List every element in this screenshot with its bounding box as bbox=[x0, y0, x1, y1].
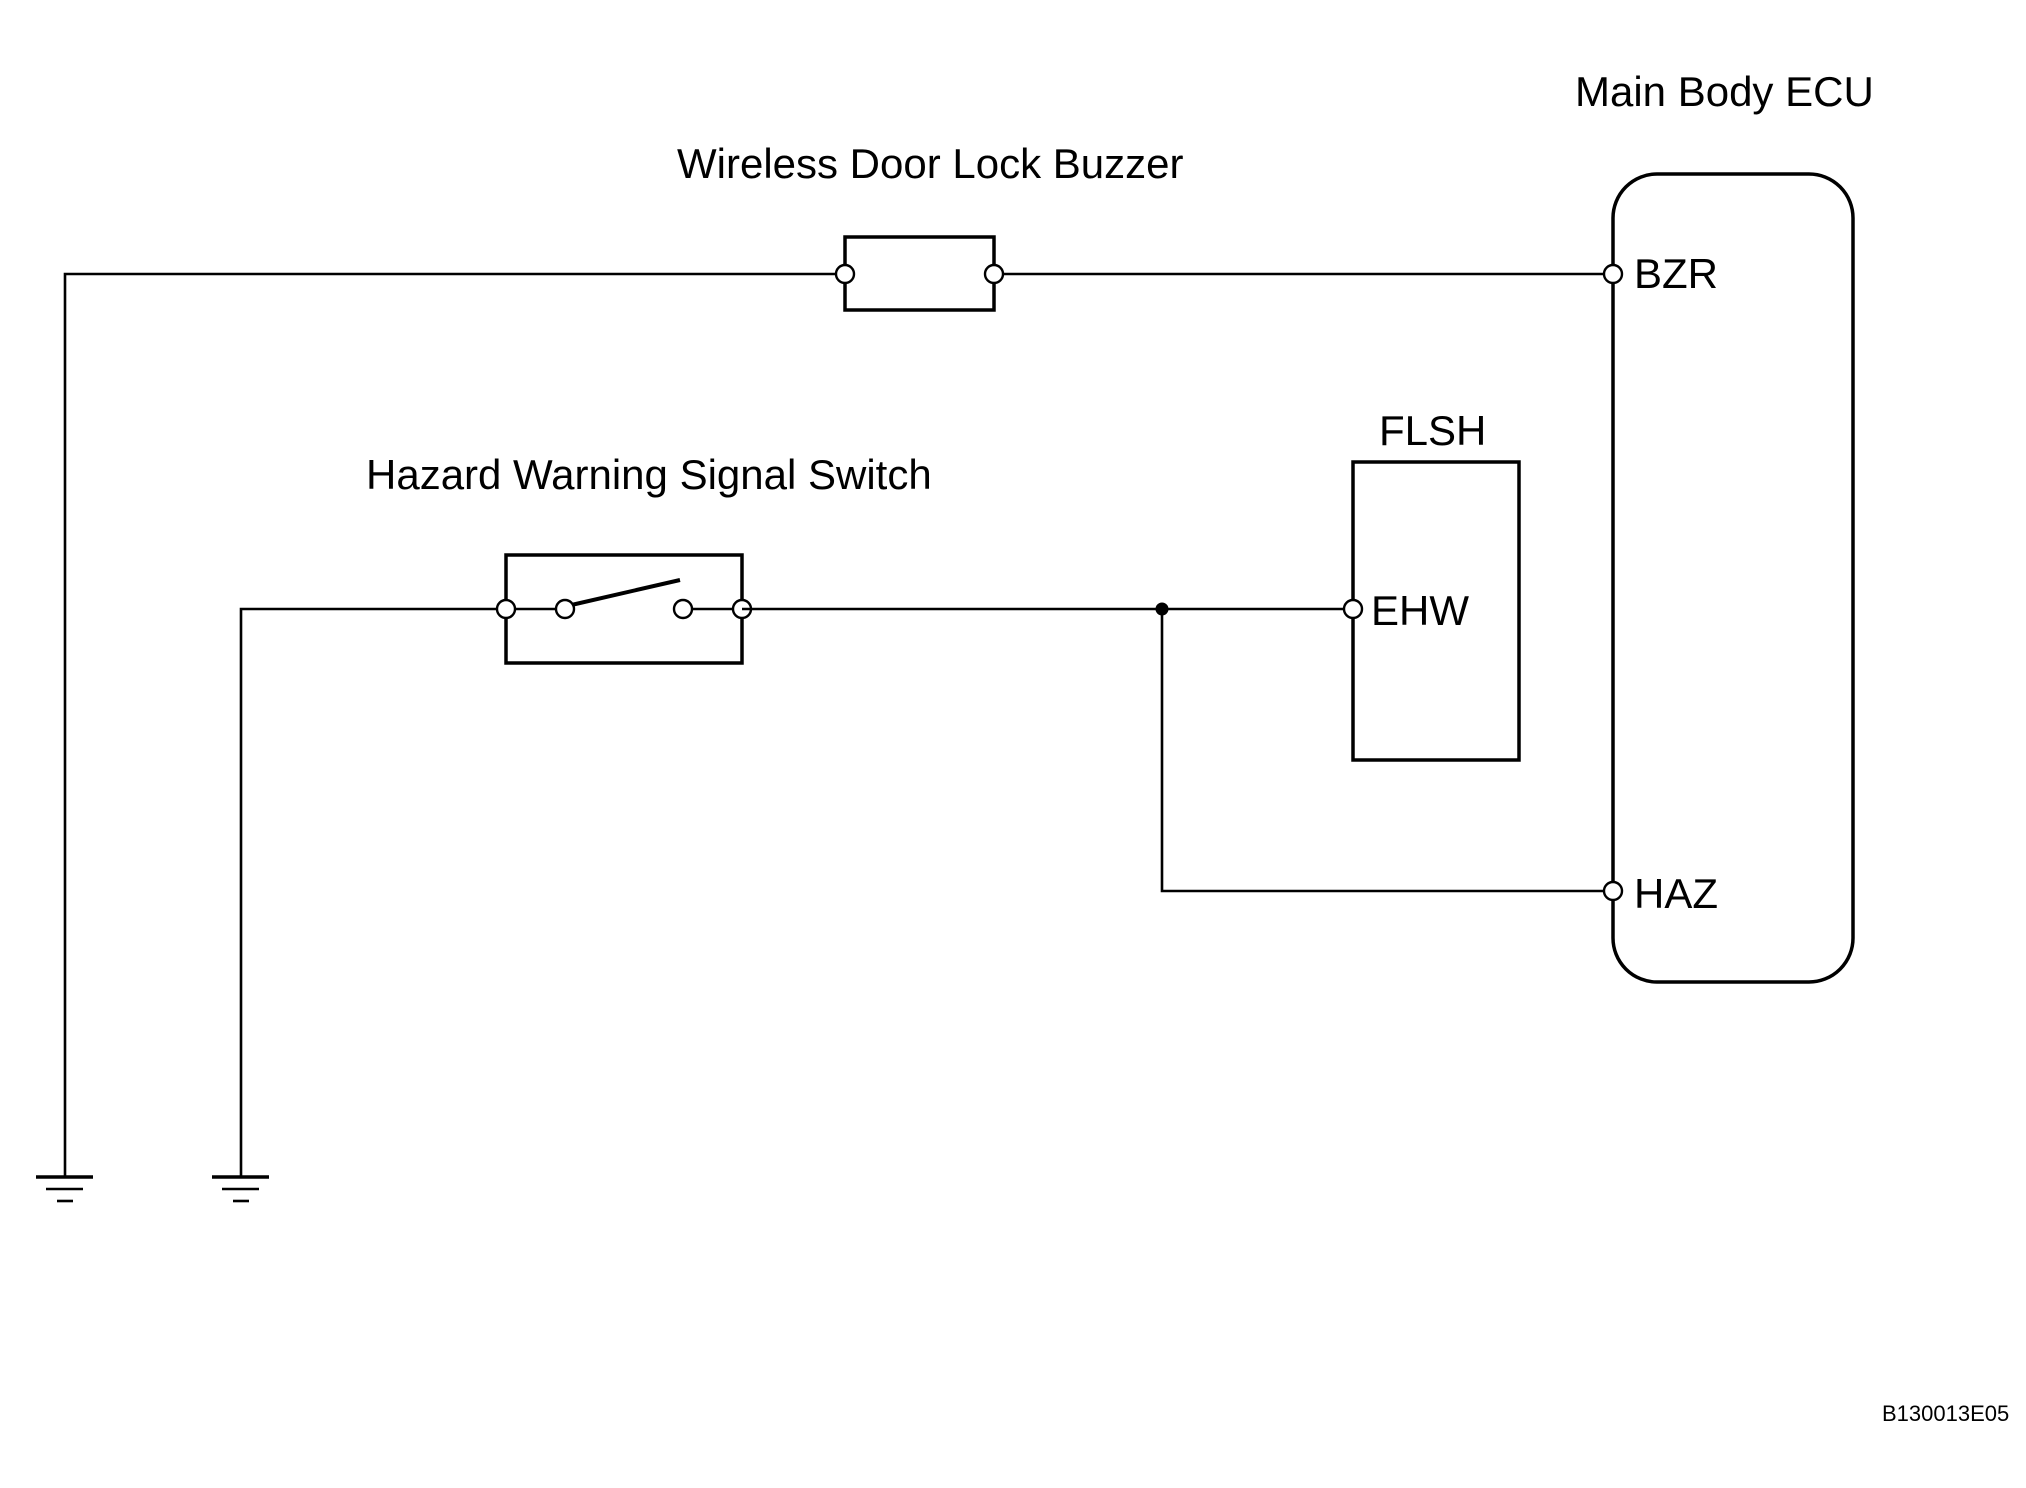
buzzer-terminal-left bbox=[834, 263, 856, 285]
ecu-terminal-bzr bbox=[1602, 263, 1624, 285]
buzzer-terminal-right bbox=[983, 263, 1005, 285]
ecu-pin-haz-label: HAZ bbox=[1634, 870, 1718, 917]
flasher-terminal-ehw bbox=[1342, 598, 1364, 620]
switch-contact-right bbox=[672, 598, 694, 620]
hazard-switch-label: Hazard Warning Signal Switch bbox=[366, 451, 932, 498]
switch-blade bbox=[566, 578, 681, 608]
ecu-body bbox=[1611, 172, 1855, 984]
ground-symbol-left bbox=[36, 1175, 93, 1203]
wire-junction-dot bbox=[1155, 602, 1169, 616]
hazard-switch-ground-wire bbox=[239, 607, 506, 1177]
ecu-label: Main Body ECU bbox=[1575, 68, 1874, 115]
ecu-terminal-haz bbox=[1602, 880, 1624, 902]
flasher-pin-ehw-label: EHW bbox=[1371, 587, 1469, 634]
ecu-pin-bzr-label: BZR bbox=[1634, 250, 1718, 297]
figure-code: B130013E05 bbox=[1882, 1401, 2009, 1426]
buzzer-body bbox=[843, 235, 996, 312]
buzzer-ground-wire bbox=[63, 272, 845, 1177]
buzzer-label: Wireless Door Lock Buzzer bbox=[677, 140, 1183, 187]
hazard-switch-terminal-left bbox=[495, 598, 517, 620]
switch-contact-left bbox=[554, 598, 576, 620]
junction-to-haz-wire bbox=[1160, 609, 1613, 893]
flasher-label: FLSH bbox=[1379, 407, 1486, 454]
ground-symbol-right bbox=[212, 1175, 269, 1203]
